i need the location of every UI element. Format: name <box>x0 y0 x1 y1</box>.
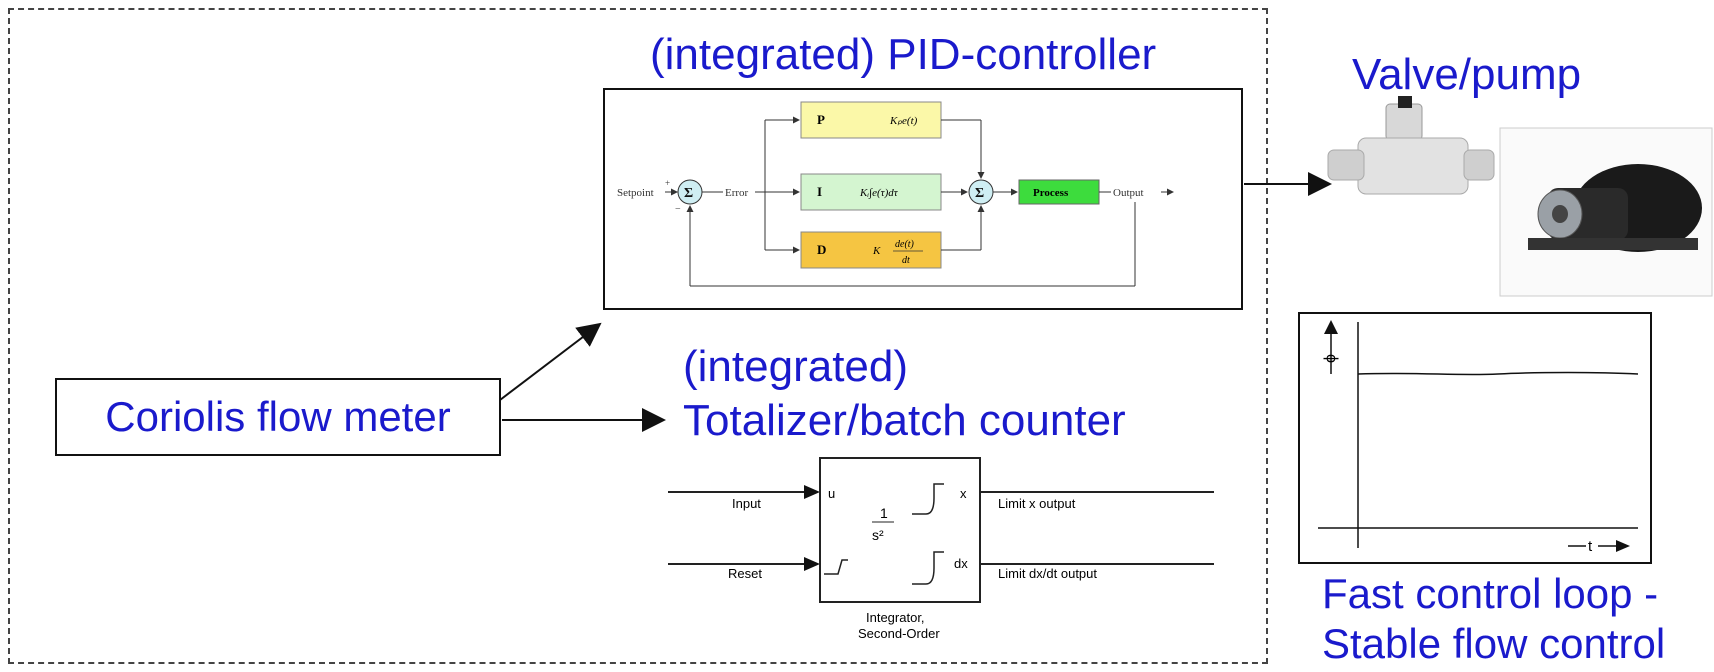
d-formula-den: dt <box>902 255 910 266</box>
block-name-line1: Integrator, <box>866 610 925 625</box>
sum-symbol-1: Σ <box>684 186 693 201</box>
output-label: Output <box>1113 187 1144 199</box>
y-arrow <box>1324 320 1338 334</box>
totalizer-diagram: Input Reset u 1 s² x dx Limit x output L… <box>668 457 1214 641</box>
p-label: P <box>817 112 825 127</box>
flow-graph: ϕ t <box>1298 312 1652 564</box>
u-port: u <box>828 486 835 501</box>
i-label: I <box>817 184 822 199</box>
pump-image <box>1499 127 1713 297</box>
out-x-label: Limit x output <box>998 496 1076 511</box>
totalizer-title-line2: Totalizer/batch counter <box>683 396 1126 445</box>
error-label: Error <box>725 187 749 199</box>
gain-den: s² <box>872 527 884 543</box>
coriolis-flow-meter-box: Coriolis flow meter <box>55 378 501 456</box>
i-formula: Kᵢ∫e(τ)dτ <box>859 187 899 199</box>
plus-sign: + <box>665 178 670 188</box>
process-label: Process <box>1033 187 1069 199</box>
valve-pump-title: Valve/pump <box>1352 50 1582 99</box>
x-arrow <box>1616 540 1630 552</box>
dashed-boundary <box>8 8 1268 664</box>
d-formula-k: K <box>872 245 881 257</box>
d-formula-num: de(t) <box>895 239 915 250</box>
graph-frame <box>1298 312 1652 564</box>
coriolis-label: Coriolis flow meter <box>105 393 451 440</box>
pid-diagram-frame: Setpoint + Σ − Error P Kₚe(t) I Kᵢ∫e(τ)d… <box>603 88 1243 310</box>
dx-port: dx <box>954 556 968 571</box>
i-block <box>800 173 942 211</box>
minus-sign: − <box>675 204 681 215</box>
x-axis-label: t <box>1588 538 1593 555</box>
d-block <box>800 231 942 269</box>
d-label: D <box>817 242 826 257</box>
valve-pump-images <box>1327 96 1713 297</box>
block-name-line2: Second-Order <box>858 626 940 641</box>
flow-trace <box>1357 371 1639 376</box>
x-port: x <box>960 486 967 501</box>
totalizer-title-line1: (integrated) <box>683 342 909 391</box>
gain-num: 1 <box>880 505 888 521</box>
integrator-block <box>819 457 981 603</box>
valve-image <box>1327 96 1495 195</box>
y-axis-label: ϕ <box>1322 354 1339 363</box>
input-label: Input <box>732 496 761 511</box>
p-block <box>800 101 942 139</box>
pid-diagram: Setpoint + Σ − Error P Kₚe(t) I Kᵢ∫e(τ)d… <box>617 101 1174 287</box>
setpoint-label: Setpoint <box>617 187 654 199</box>
pid-controller-title: (integrated) PID-controller <box>650 30 1157 79</box>
stable-caption-line1: Fast control loop - <box>1322 570 1659 617</box>
reset-label: Reset <box>728 566 762 581</box>
sum-symbol-2: Σ <box>975 186 984 201</box>
stable-caption-line2: Stable flow control <box>1322 620 1666 667</box>
p-formula: Kₚe(t) <box>889 115 918 127</box>
out-dx-label: Limit dx/dt output <box>998 566 1097 581</box>
